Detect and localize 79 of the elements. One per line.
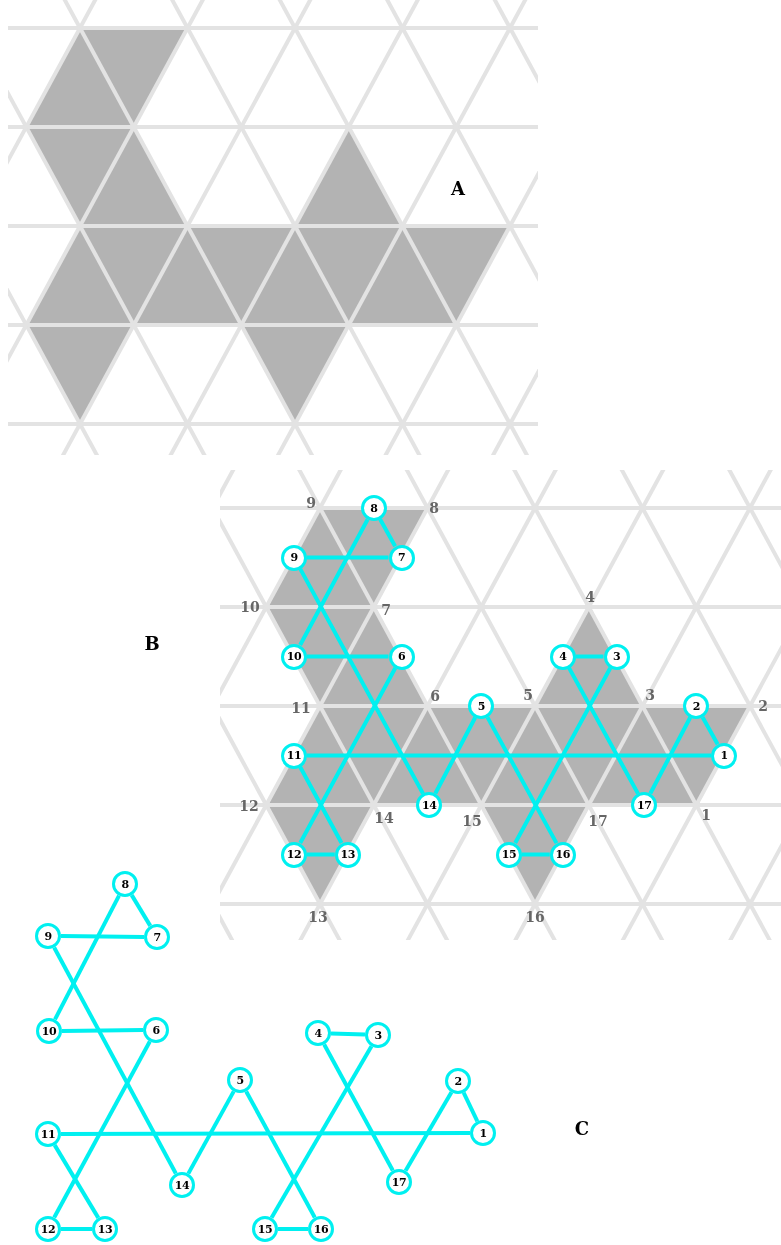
numbered-circle: 4 [549,643,576,670]
vertex-number: 17 [588,813,608,829]
numbered-circle: 15 [252,1216,278,1242]
connector-line [61,1028,144,1033]
numbered-circle: 4 [305,1020,331,1046]
connector-line [378,518,397,548]
vertex-number: 7 [381,602,391,618]
numbered-circle: 9 [281,544,307,571]
numbered-circle: 2 [683,693,710,719]
connector-line [130,894,152,927]
numbered-circle: 6 [143,1017,169,1043]
panel-label: A [451,177,465,199]
connector-line [298,765,344,845]
panel-label: B [144,632,160,654]
vertex-number: 16 [525,909,545,925]
vertex-number: 15 [462,813,482,829]
numbered-circle: 5 [227,1067,253,1093]
connector-line [522,852,550,857]
numbered-circle: 3 [365,1022,391,1048]
connector-line [52,946,178,1175]
vertex-number: 10 [240,599,260,615]
connector-line [575,654,604,659]
connector-line [298,518,370,646]
connector-line [53,894,121,1021]
connector-line [278,1227,308,1231]
connector-line [298,567,425,795]
connector-line [403,1091,454,1172]
numbered-circle: 14 [169,1172,195,1198]
connector-line [60,934,145,939]
numbered-circle: 12 [35,1216,61,1242]
connector-line [307,753,711,758]
numbered-circle: 17 [386,1169,412,1195]
numbered-circle: 8 [112,871,138,897]
connector-line [298,666,398,845]
connector-line [307,852,335,857]
connector-line [461,1091,480,1123]
connector-line [61,1227,92,1231]
numbered-circle: 5 [468,693,495,719]
numbered-circle: 14 [416,792,443,818]
numbered-circle: 10 [36,1018,62,1044]
connector-line [61,1131,470,1136]
connector-line [186,1090,236,1175]
vertex-number: 11 [291,700,311,716]
numbered-circle: 13 [92,1216,118,1242]
numbered-circle: 11 [35,1121,61,1147]
numbered-circle: 2 [445,1068,471,1094]
vertex-number: 4 [585,589,595,605]
connector-line [269,1045,374,1219]
connector-line [322,1043,395,1172]
connector-line [700,716,720,746]
numbered-circle: 16 [308,1216,334,1242]
vertex-number: 14 [374,810,394,826]
vertex-number: 8 [429,500,439,516]
numbered-circle: 8 [360,495,387,521]
numbered-circle: 17 [631,792,658,818]
numbered-circle: 9 [35,923,61,949]
connector-line [513,666,613,845]
vertex-number: 3 [645,687,655,703]
vertex-number: 13 [308,909,328,925]
connector-line [307,555,389,560]
connector-line [433,716,477,795]
panel-label: C [574,1117,590,1139]
vertex-number: 12 [239,798,259,814]
vertex-number: 5 [523,687,533,703]
vertex-number: 1 [701,807,711,823]
vertex-number: 6 [430,688,440,704]
vertex-number: 9 [306,495,316,511]
numbered-circle: 11 [281,742,307,769]
connector-line [307,654,389,659]
connector-line [330,1031,366,1037]
connector-line [485,716,559,845]
connector-line [648,716,692,795]
numbered-circle: 1 [470,1120,496,1146]
connector-line [244,1090,317,1219]
connector-line [52,1040,152,1219]
connector-line [52,1144,101,1219]
numbered-circle: 7 [144,924,170,950]
vertex-number: 2 [758,698,768,714]
connector-line [567,666,640,795]
